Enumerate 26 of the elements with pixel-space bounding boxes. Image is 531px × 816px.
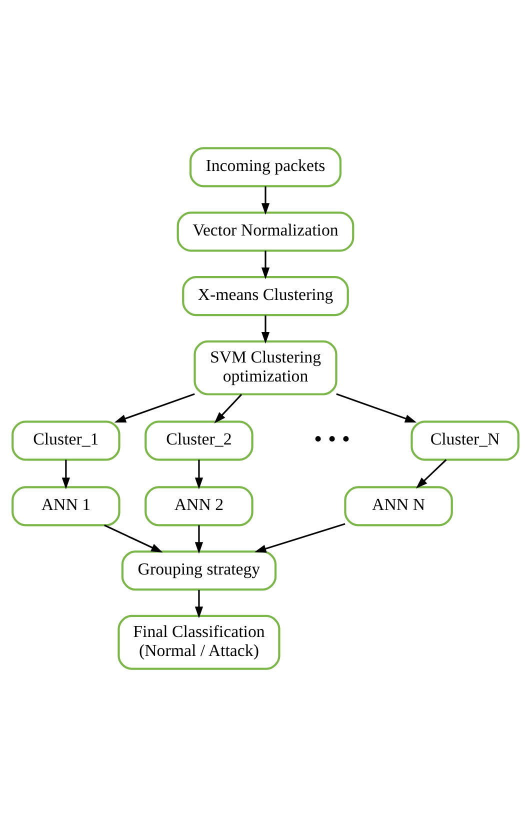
arrow	[194, 524, 204, 554]
arrow	[114, 392, 195, 422]
node-box: ANN N	[344, 486, 453, 526]
node-box: Grouping strategy	[121, 550, 277, 590]
node-box: SVM Clustering optimization	[194, 340, 338, 395]
node-box: Final Classification (Normal / Attack)	[118, 614, 280, 670]
arrow	[254, 522, 346, 552]
arrow	[104, 524, 163, 552]
arrow	[194, 589, 204, 618]
node-box: Cluster_1	[12, 420, 120, 460]
arrow	[336, 392, 417, 422]
arrow	[261, 186, 270, 214]
arrow	[62, 459, 70, 489]
node-box: X-means Clustering	[182, 275, 349, 316]
label: • • •	[314, 426, 350, 452]
arrow	[416, 458, 447, 488]
arrow	[214, 393, 242, 423]
arrow	[261, 314, 270, 344]
node-box: Cluster_2	[144, 420, 254, 460]
node-box: Cluster_N	[410, 420, 520, 460]
arrow	[194, 459, 204, 489]
node-box: ANN 2	[144, 486, 254, 526]
arrow	[261, 250, 270, 279]
node-box: Incoming packets	[189, 146, 342, 187]
node-box: Vector Normalization	[176, 211, 354, 252]
node-box: ANN 1	[12, 486, 120, 526]
